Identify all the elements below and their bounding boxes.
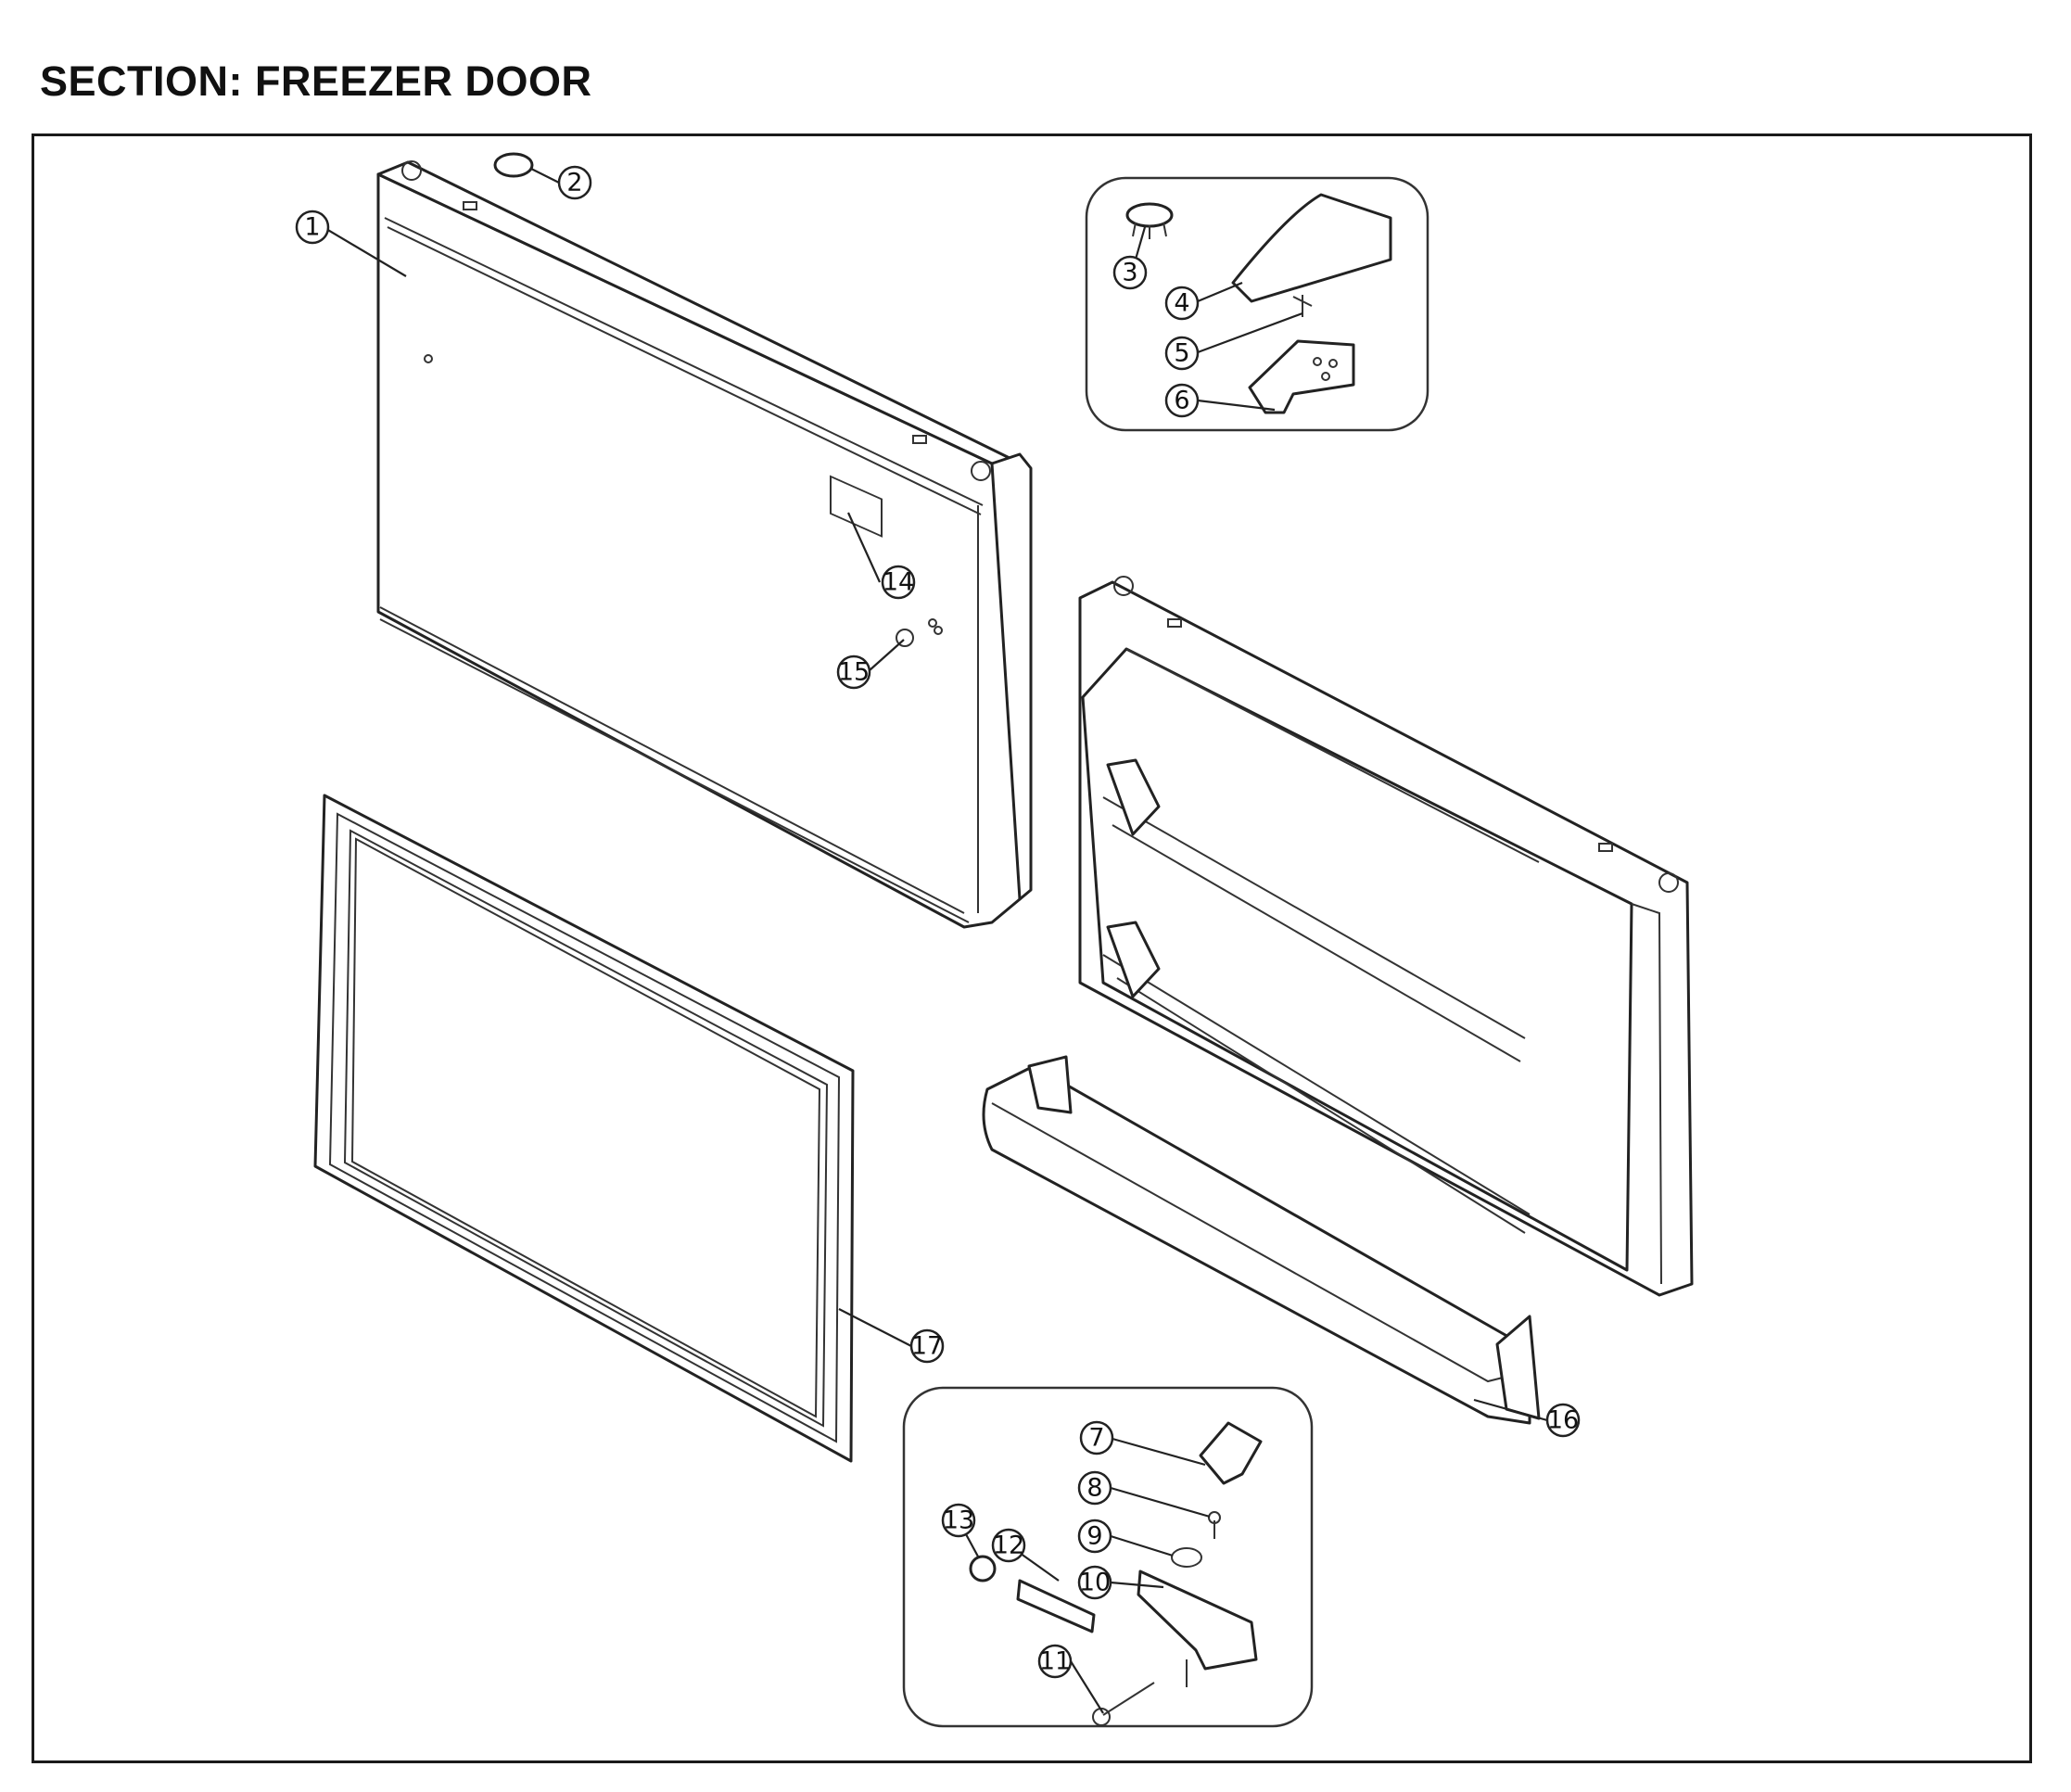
callout-11: 11	[1037, 1644, 1073, 1679]
hinge-washer	[1171, 1547, 1202, 1568]
svg-text:9: 9	[1086, 1522, 1102, 1551]
lower-hinge-inset	[902, 1386, 1314, 1728]
leader-lines	[325, 168, 1548, 1714]
svg-text:10: 10	[1079, 1569, 1111, 1597]
svg-text:11: 11	[1039, 1647, 1071, 1676]
svg-text:2: 2	[566, 169, 582, 197]
callout-12: 12	[991, 1528, 1026, 1563]
svg-text:14: 14	[883, 568, 914, 597]
svg-text:5: 5	[1174, 339, 1189, 368]
svg-text:8: 8	[1086, 1474, 1102, 1503]
svg-text:12: 12	[993, 1531, 1024, 1560]
upper-hinge-inset	[1085, 176, 1429, 432]
callout-14: 14	[881, 565, 916, 600]
callout-2: 2	[557, 165, 592, 200]
svg-text:16: 16	[1547, 1406, 1579, 1435]
svg-text:7: 7	[1088, 1424, 1104, 1453]
callout-16: 16	[1545, 1403, 1581, 1438]
callout-8: 8	[1077, 1470, 1112, 1506]
svg-text:3: 3	[1122, 259, 1137, 287]
freezer-door-outer-panel	[376, 160, 1033, 929]
callout-13: 13	[941, 1503, 976, 1538]
diagram-frame	[32, 133, 2032, 1763]
hinge-cap-part	[1125, 202, 1174, 228]
callout-1: 1	[295, 210, 330, 245]
svg-text:6: 6	[1174, 387, 1189, 415]
hinge-cover-part	[1231, 193, 1392, 303]
callout-17: 17	[909, 1328, 945, 1364]
callout-7: 7	[1079, 1420, 1114, 1455]
svg-text:1: 1	[304, 213, 320, 242]
callout-5: 5	[1164, 336, 1200, 371]
lower-hinge-bracket	[1137, 1570, 1258, 1671]
callout-15: 15	[836, 655, 871, 690]
door-inner-liner	[1078, 576, 1694, 1297]
callout-10: 10	[1077, 1565, 1112, 1600]
svg-text:4: 4	[1174, 289, 1189, 318]
callout-9: 9	[1077, 1519, 1112, 1554]
hinge-cover-strip	[1016, 1579, 1096, 1633]
hinge-plug	[969, 1555, 997, 1582]
section-title: SECTION: FREEZER DOOR	[40, 57, 592, 105]
callout-3: 3	[1112, 255, 1148, 290]
lower-hinge-clip	[1199, 1421, 1263, 1485]
svg-text:17: 17	[911, 1332, 943, 1361]
callout-6: 6	[1164, 383, 1200, 418]
door-cap-part	[493, 152, 534, 178]
callout-4: 4	[1164, 286, 1200, 321]
upper-hinge-bracket	[1248, 339, 1355, 414]
svg-text:15: 15	[838, 658, 870, 687]
door-gasket	[313, 794, 855, 1463]
svg-text:13: 13	[943, 1506, 974, 1535]
